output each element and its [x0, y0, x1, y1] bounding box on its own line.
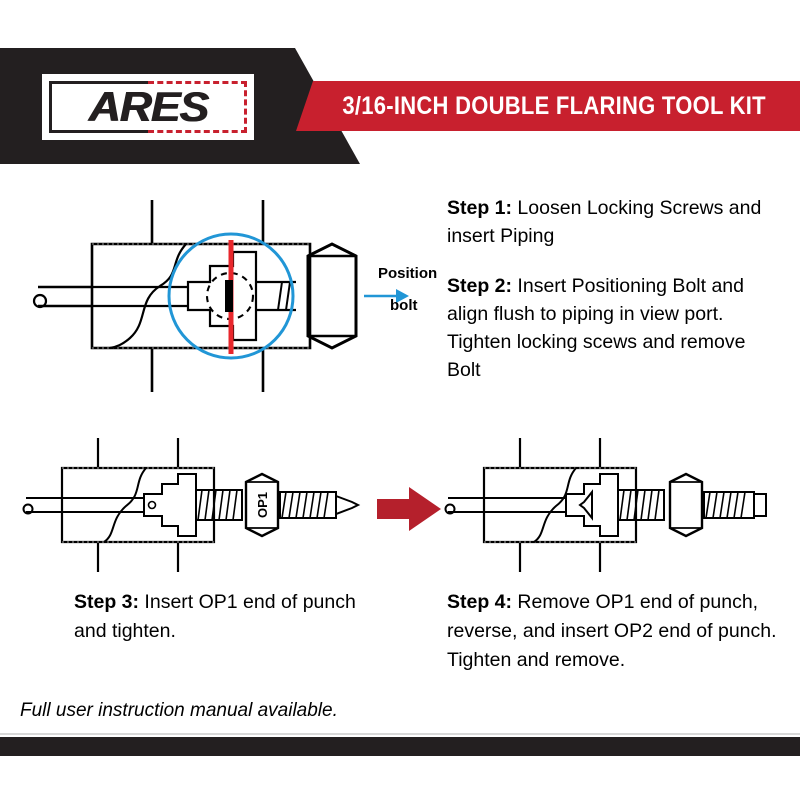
step-3-label: Step 3:: [74, 591, 140, 613]
s4-threads-2: [705, 491, 746, 519]
logo-border-black: [49, 81, 148, 133]
position-bolt-arrow: [364, 289, 409, 303]
step-4-paragraph: Step 4: Remove OP1 end of punch, reverse…: [447, 588, 777, 675]
position-bolt-label-line2: bolt: [390, 297, 418, 314]
header: ARES 3/16-INCH DOUBLE FLARING TOOL KIT: [0, 48, 800, 164]
s4-tool-body: [482, 466, 638, 544]
s4-hex-nut: [668, 472, 704, 538]
s3-punch-op-label: OP1: [255, 492, 270, 518]
highlight-circle: [167, 232, 295, 360]
step-2-label: Step 2:: [447, 275, 513, 297]
s3-threads-2: [281, 491, 329, 519]
transition-arrow: [377, 487, 441, 531]
hex-nut: [306, 242, 358, 350]
s4-punch-cone-tip: [578, 489, 593, 521]
s4-threads-1: [619, 489, 660, 521]
s4-punch-head: [565, 473, 619, 537]
bolt-pin: [225, 280, 233, 312]
position-bolt-label-line1: Position: [378, 265, 437, 282]
s3-tool-body: [60, 466, 216, 544]
content-area: Position bolt Step 1: Loosen Locking Scr…: [0, 164, 800, 736]
footer-divider: [0, 733, 800, 735]
step-1-paragraph: Step 1: Loosen Locking Screws and insert…: [447, 194, 767, 250]
s4-section-break: [533, 467, 577, 543]
s4-shaft-end: [753, 493, 767, 517]
steps-1-2-text: Step 1: Loosen Locking Screws and insert…: [447, 194, 767, 406]
logo-frame: ARES: [49, 81, 247, 133]
step-3-paragraph: Step 3: Insert OP1 end of punch and tigh…: [74, 588, 374, 646]
section-break-line: [109, 243, 187, 350]
s4-pipe-end-circle: [444, 503, 456, 515]
red-right-arrow-icon: [377, 487, 441, 531]
tool-body-outline: [90, 242, 312, 350]
manual-availability-note: Full user instruction manual available.: [20, 700, 338, 721]
page-title: 3/16-INCH DOUBLE FLARING TOOL KIT: [342, 91, 766, 120]
s3-punch-head: [143, 473, 197, 537]
logo-border-red-dashed: [148, 81, 247, 133]
step-4-text: Remove OP1 end of punch, reverse, and in…: [447, 591, 777, 671]
s3-punch-cone-tip: [335, 494, 361, 516]
step-3-text: Insert OP1 end of punch and tighten.: [74, 591, 356, 642]
positioning-bolt-body: [186, 250, 258, 342]
footer-bar: [0, 737, 800, 756]
s3-section-break: [103, 467, 147, 543]
step-1-label: Step 1:: [447, 197, 513, 219]
step-1-text: Loosen Locking Screws and insert Piping: [447, 197, 762, 247]
pipe-end-circle: [32, 293, 48, 309]
diagram-step1-2: Position bolt: [32, 200, 437, 392]
ares-logo: ARES: [42, 74, 254, 140]
step-2-text: Insert Positioning Bolt and align flush …: [447, 275, 746, 381]
s3-punch-tip-circle: [147, 500, 157, 510]
diagram-step3: OP1: [22, 438, 361, 572]
step-4-label: Step 4:: [447, 591, 513, 613]
diagram-step4: [444, 438, 767, 572]
header-red-banner: 3/16-INCH DOUBLE FLARING TOOL KIT: [296, 81, 800, 131]
thread-marks: [277, 281, 291, 311]
step-2-paragraph: Step 2: Insert Positioning Bolt and alig…: [447, 272, 767, 384]
s3-threads-1: [197, 489, 238, 521]
s3-pipe-end-circle: [22, 503, 34, 515]
logo-wordmark: ARES: [88, 83, 209, 130]
